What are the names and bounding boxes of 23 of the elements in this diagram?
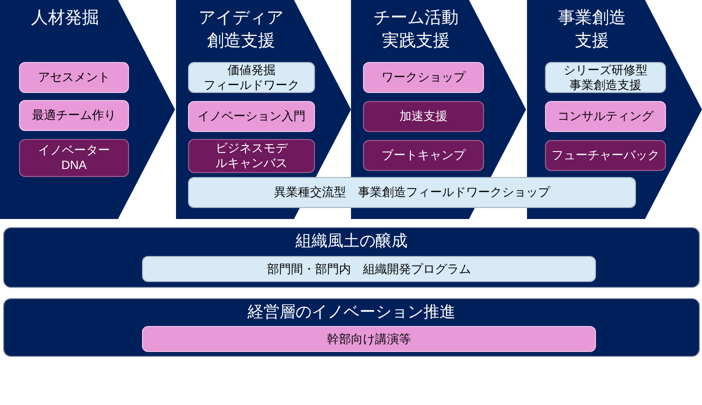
program-box: アセスメント	[19, 62, 129, 93]
program-box: コンサルティング	[545, 101, 666, 132]
program-box: 加速支援	[363, 101, 484, 132]
program-box: フューチャーバック	[545, 140, 666, 171]
program-box: ワークショップ	[363, 62, 484, 93]
column-heading: チーム活動実践支援	[372, 7, 460, 52]
band-panel	[3, 298, 700, 357]
band-heading: 組織風土の醸成	[294, 232, 408, 252]
program-box: 異業種交流型 事業創造フィールドワークショップ	[188, 177, 636, 208]
band-panel	[3, 227, 700, 288]
column-heading: 人材発掘	[30, 7, 100, 29]
program-box: ブートキャンプ	[363, 140, 484, 171]
program-box: 部門間・部門内 組織開発プログラム	[142, 256, 596, 282]
program-box: 最適チーム作り	[19, 100, 129, 131]
program-box: ビジネスモデルキャンバス	[188, 139, 315, 173]
program-box: 幹部向け講演等	[142, 326, 596, 352]
program-box: 価値発掘フィールドワーク	[188, 62, 315, 93]
band-heading: 経営層のイノベーション推進	[246, 303, 456, 323]
column-heading: 事業創造支援	[557, 7, 627, 52]
program-box: イノベーション入門	[188, 101, 315, 132]
program-box: シリーズ研修型事業創造支援	[545, 62, 666, 93]
program-box: イノベーターDNA	[19, 139, 129, 177]
column-heading: アイディア創造支援	[198, 7, 284, 52]
